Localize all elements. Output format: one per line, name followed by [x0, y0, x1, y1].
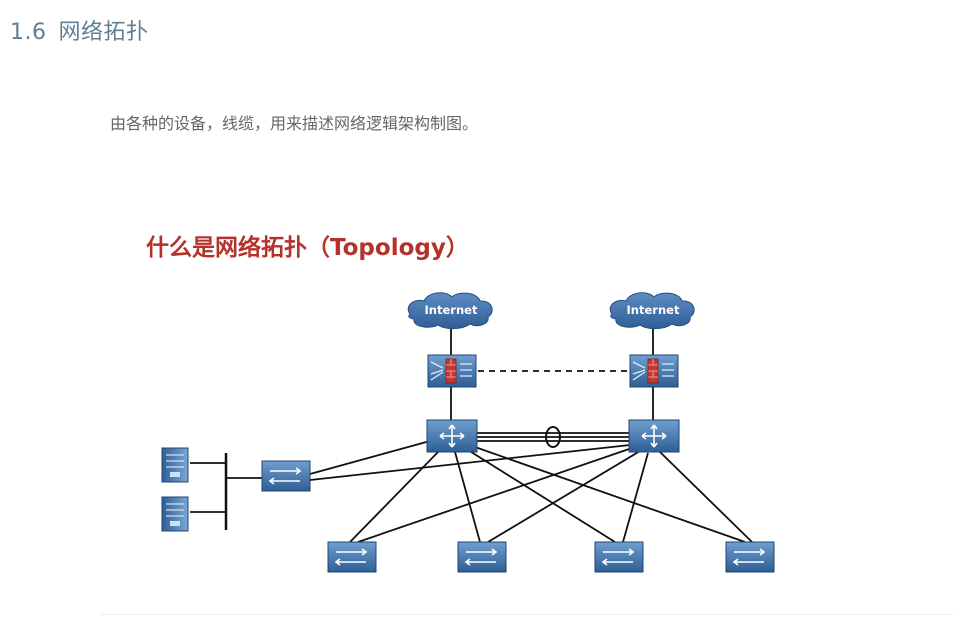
link-coreR-access2 — [487, 450, 641, 543]
link-aggregation-ring — [545, 426, 561, 448]
access-switch-3-icon — [594, 541, 644, 573]
core-switch-right-icon — [628, 419, 680, 453]
link-coreR-access3 — [622, 452, 649, 543]
access-switch-1-icon — [327, 541, 377, 573]
link-coreL-access4 — [474, 446, 746, 543]
firewall-right-icon — [629, 354, 679, 388]
server-1-icon — [161, 447, 189, 483]
link-coreL-left-switch — [309, 440, 431, 475]
access-switch-4-icon — [725, 541, 775, 573]
links — [190, 325, 753, 543]
server-access-switch-icon — [261, 460, 311, 492]
server-2-icon — [161, 496, 189, 532]
link-coreL-access2 — [454, 451, 481, 543]
link-coreR-access4 — [659, 451, 753, 543]
bottom-divider — [100, 614, 954, 615]
diagram-title: 什么是网络拓扑（Topology） — [146, 235, 469, 261]
section-number: 1.6 — [10, 20, 47, 45]
access-switch-2-icon — [457, 541, 507, 573]
internet-cloud-left: Internet — [407, 292, 493, 330]
link-coreR-left-switch — [309, 444, 631, 481]
internet-cloud-right: Internet — [609, 292, 695, 330]
section-title: 网络拓扑 — [58, 20, 149, 45]
internet-cloud-right-label: Internet — [627, 303, 680, 317]
core-switch-left-icon — [426, 419, 478, 453]
firewall-left-icon — [427, 354, 477, 388]
link-coreL-access3 — [467, 449, 616, 543]
section-heading: 1.6 网络拓扑 — [10, 14, 149, 46]
link-coreR-access1 — [357, 447, 633, 543]
internet-cloud-left-label: Internet — [425, 303, 478, 317]
link-coreL-access1 — [349, 449, 441, 543]
description-text: 由各种的设备，线缆，用来描述网络逻辑架构制图。 — [110, 114, 479, 133]
